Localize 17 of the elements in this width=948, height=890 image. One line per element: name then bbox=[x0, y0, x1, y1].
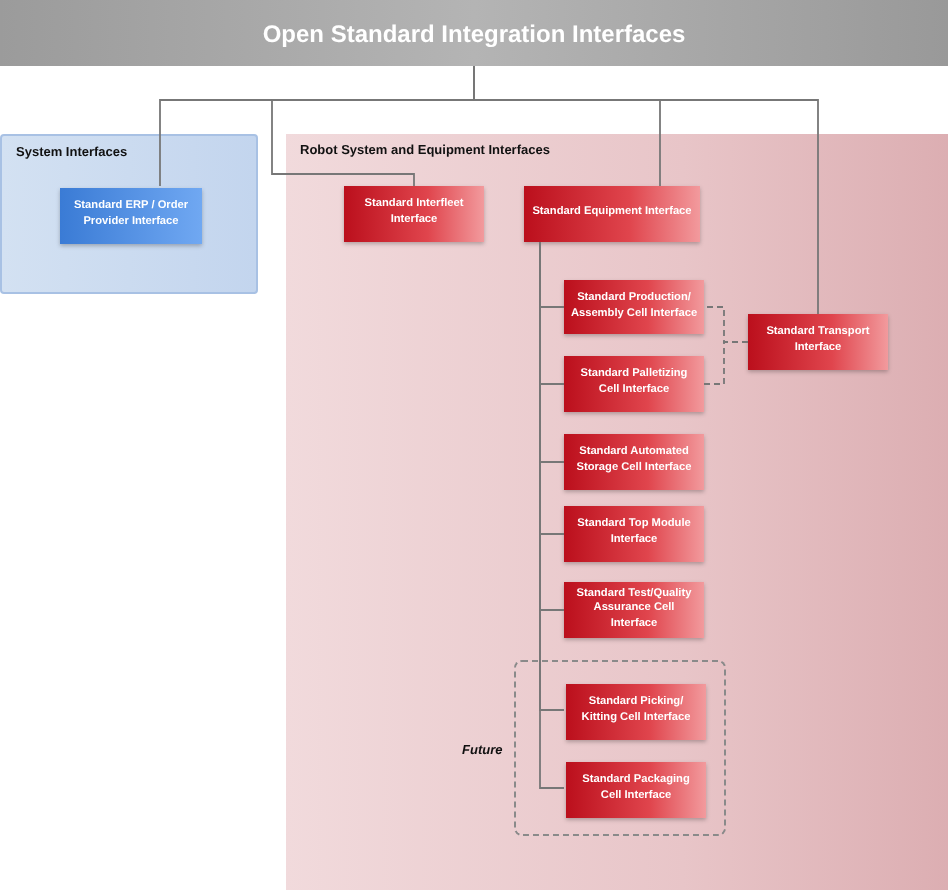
title-text: Open Standard Integration Interfaces bbox=[262, 19, 686, 47]
interface-box bbox=[524, 186, 700, 242]
title-bar bbox=[0, 0, 948, 66]
group-panel bbox=[0, 134, 258, 294]
interface-box bbox=[564, 582, 704, 638]
interface-box bbox=[564, 280, 704, 334]
interface-box bbox=[564, 434, 704, 490]
interface-box bbox=[60, 188, 202, 244]
interface-box bbox=[748, 314, 888, 370]
dashed-connector bbox=[703, 341, 749, 385]
interface-box bbox=[564, 506, 704, 562]
interface-box bbox=[564, 356, 704, 412]
interface-box bbox=[344, 186, 484, 242]
interface-box bbox=[566, 684, 706, 740]
interface-box bbox=[566, 762, 706, 818]
connector-line bbox=[473, 65, 819, 315]
group-panel bbox=[286, 134, 948, 890]
